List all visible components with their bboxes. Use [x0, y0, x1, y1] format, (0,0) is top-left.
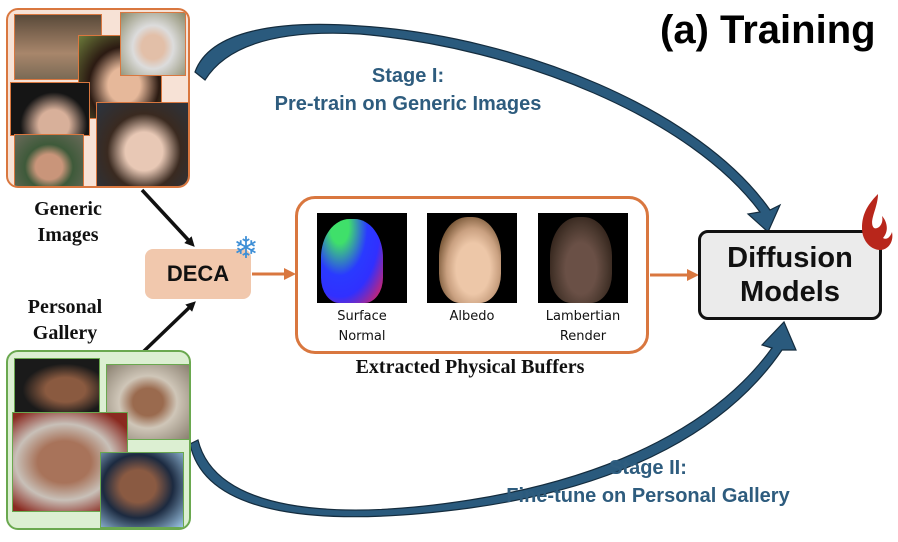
stage1-heading: Stage I: — [371, 65, 445, 87]
stage1-caption: Stage I: Pre-train on Generic Images — [258, 62, 558, 118]
generic-photo — [14, 134, 84, 186]
physical-buffers-panel: Surface Normal Albedo Lambertian Render — [295, 196, 649, 354]
buffer-label: Lambertian Render — [528, 307, 638, 347]
figure-title: (a) Training — [660, 8, 876, 52]
stage2-caption: Stage II: Fine-tune on Personal Gallery — [468, 454, 828, 510]
personal-label-line1: Personal — [27, 296, 103, 318]
generic-photo — [120, 12, 186, 76]
gallery-photo — [100, 452, 184, 528]
buffers-caption: Extracted Physical Buffers — [355, 356, 585, 378]
buffer-label-line1: Surface — [337, 309, 387, 324]
generic-photo — [96, 102, 188, 186]
diffusion-label-line1: Diffusion — [727, 242, 853, 274]
snowflake-icon: ❄ — [233, 231, 259, 266]
diffusion-models-box: Diffusion Models — [698, 230, 882, 320]
gallery-photo — [14, 358, 100, 416]
personal-gallery-label: Personal Gallery — [10, 294, 120, 346]
buffer-label-line1: Albedo — [449, 309, 495, 324]
diffusion-label-line2: Models — [740, 276, 840, 308]
personal-label-line2: Gallery — [32, 322, 98, 344]
stage1-curve-arrow — [194, 23, 782, 233]
generic-to-deca-arrow — [140, 188, 195, 247]
buffer-label-line1: Lambertian — [545, 309, 621, 324]
personal-gallery-collage — [6, 350, 191, 530]
stage2-description: Fine-tune on Personal Gallery — [506, 485, 790, 507]
generic-label-line2: Images — [37, 224, 99, 246]
buffer-label-line2: Normal — [338, 329, 386, 344]
albedo-image — [427, 213, 517, 303]
generic-photo — [10, 82, 90, 136]
generic-images-label: Generic Images — [18, 196, 118, 248]
generic-images-collage — [6, 8, 190, 188]
personal-to-deca-arrow — [141, 301, 196, 354]
buffer-label: Surface Normal — [307, 307, 417, 347]
flame-icon — [862, 194, 893, 250]
buffer-label-line2: Render — [559, 329, 607, 344]
buffer-label: Albedo — [417, 307, 527, 327]
stage1-description: Pre-train on Generic Images — [274, 93, 542, 115]
deca-module: DECA — [145, 249, 251, 299]
generic-label-line1: Generic — [34, 198, 102, 220]
lambertian-render-image — [538, 213, 628, 303]
stage2-heading: Stage II: — [609, 457, 687, 479]
stage2-curve-arrow — [189, 320, 797, 518]
surface-normal-image — [317, 213, 407, 303]
